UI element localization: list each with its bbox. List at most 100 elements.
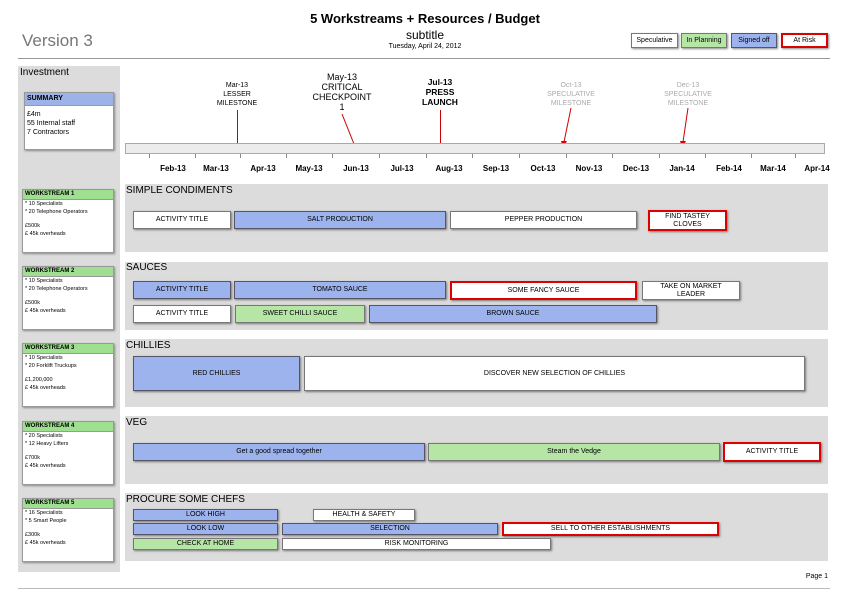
page-date: Tuesday, April 24, 2012 <box>388 43 462 50</box>
timeline-tick <box>705 154 706 158</box>
activity-bar[interactable]: SOME FANCY SAUCE <box>450 281 637 300</box>
workstream-box-4: WORKSTREAM 4 * 20 Specialists * 12 Heavy… <box>22 421 114 485</box>
timeline-bar <box>125 143 825 154</box>
version-label: Version 3 <box>22 31 93 50</box>
milestone-lesser: Mar-13 LESSER MILESTONE <box>202 81 272 108</box>
month-label: Oct-13 <box>530 164 556 173</box>
milestone-title: SPECULATIVE MILESTONE <box>664 91 712 107</box>
workstream-line: * 10 Specialists <box>25 278 63 284</box>
month-label: Nov-13 <box>575 164 603 173</box>
milestone-date: May-13 <box>326 72 357 82</box>
workstream-heading: WORKSTREAM 3 <box>23 344 113 354</box>
month-label: Jan-14 <box>669 164 695 173</box>
activity-bar[interactable]: DISCOVER NEW SELECTION OF CHILLIES <box>304 356 805 391</box>
activity-bar[interactable]: SALT PRODUCTION <box>234 211 446 229</box>
summary-line: 55 Internal staff <box>27 120 76 127</box>
activity-bar[interactable]: BROWN SAUCE <box>369 305 657 323</box>
band-title: CHILLIES <box>126 340 171 351</box>
workstream-line: * 10 Specialists <box>25 355 63 361</box>
milestone-connector <box>341 114 355 145</box>
workstream-line: £700k <box>25 455 40 461</box>
month-label: Jun-13 <box>343 164 369 173</box>
timeline-tick <box>195 154 196 158</box>
activity-bar[interactable]: LOOK HIGH <box>133 509 278 521</box>
workstream-line: * 20 Forklift Truckups <box>25 363 77 369</box>
activity-bar[interactable]: Steam the Vedge <box>428 443 720 461</box>
workstream-line: £500k <box>25 300 40 306</box>
milestone-connector <box>680 108 689 148</box>
workstream-box-2: WORKSTREAM 2 * 10 Specialists * 20 Telep… <box>22 266 114 330</box>
activity-bar[interactable]: FIND TASTEY CLOVES <box>648 210 727 231</box>
band-title: SIMPLE CONDIMENTS <box>126 185 233 196</box>
month-label: Sep-13 <box>482 164 510 173</box>
month-label: Dec-13 <box>622 164 650 173</box>
milestone-date: Mar-13 <box>225 82 249 89</box>
month-label: Apr-13 <box>250 164 276 173</box>
workstream-heading: WORKSTREAM 1 <box>23 190 113 200</box>
milestone-speculative-1: Oct-13 SPECULATIVE MILESTONE <box>536 81 606 108</box>
month-label: Mar-14 <box>760 164 786 173</box>
workstream-line: * 12 Heavy Lifters <box>25 441 69 447</box>
workstream-line: £ 45k overheads <box>25 231 66 237</box>
workstream-line: * 16 Specialists <box>25 510 63 516</box>
timeline-tick <box>240 154 241 158</box>
activity-bar[interactable]: RED CHILLIES <box>133 356 300 391</box>
workstream-box-5: WORKSTREAM 5 * 16 Specialists * 5 Smart … <box>22 498 114 562</box>
timeline-tick <box>612 154 613 158</box>
page-title: 5 Workstreams + Resources / Budget <box>310 11 540 26</box>
month-label: Feb-13 <box>160 164 186 173</box>
workstream-line: £ 45k overheads <box>25 385 66 391</box>
workstream-line: * 10 Specialists <box>25 201 63 207</box>
legend-in-planning: In Planning <box>681 33 727 48</box>
workstream-line: * 20 Specialists <box>25 433 63 439</box>
legend-speculative: Speculative <box>631 33 678 48</box>
activity-bar[interactable]: RISK MONITORING <box>282 538 551 550</box>
timeline-tick <box>566 154 567 158</box>
activity-bar[interactable]: PEPPER PRODUCTION <box>450 211 637 229</box>
milestone-date: Jul-13 <box>427 77 453 87</box>
activity-bar[interactable]: ACTIVITY TITLE <box>133 305 231 323</box>
activity-bar[interactable]: TAKE ON MARKET LEADER <box>642 281 740 300</box>
activity-bar[interactable]: ACTIVITY TITLE <box>133 281 231 299</box>
band-title: PROCURE SOME CHEFS <box>126 494 245 505</box>
workstream-line: £1,200,000 <box>25 377 53 383</box>
footer-divider <box>18 588 830 589</box>
workstream-line: £ 45k overheads <box>25 540 66 546</box>
activity-bar[interactable]: TOMATO SAUCE <box>234 281 446 299</box>
milestone-date: Oct-13 <box>560 82 582 89</box>
month-label: Mar-13 <box>203 164 229 173</box>
activity-bar[interactable]: SELL TO OTHER ESTABLISHMENTS <box>502 522 719 536</box>
milestone-title: SPECULATIVE MILESTONE <box>547 91 595 107</box>
timeline-tick <box>659 154 660 158</box>
legend-at-risk: At Risk <box>781 33 828 48</box>
month-label: Aug-13 <box>435 164 463 173</box>
workstream-box-3: WORKSTREAM 3 * 10 Specialists * 20 Forkl… <box>22 343 114 407</box>
activity-bar[interactable]: ACTIVITY TITLE <box>723 442 821 462</box>
milestone-title: PRESS LAUNCH <box>422 87 458 107</box>
milestone-line <box>237 110 238 146</box>
activity-bar[interactable]: CHECK AT HOME <box>133 538 278 550</box>
investment-label: Investment <box>20 67 69 78</box>
workstream-heading: WORKSTREAM 2 <box>23 267 113 277</box>
timeline-tick <box>379 154 380 158</box>
timeline-tick <box>149 154 150 158</box>
activity-bar[interactable]: HEALTH & SAFETY <box>313 509 415 521</box>
band-title: SAUCES <box>126 262 168 273</box>
activity-bar[interactable]: LOOK LOW <box>133 523 278 535</box>
workstream-line: * 20 Telephone Operators <box>25 209 88 215</box>
workstream-heading: WORKSTREAM 5 <box>23 499 113 509</box>
milestone-line <box>440 110 441 146</box>
milestone-connector <box>561 108 572 148</box>
activity-bar[interactable]: ACTIVITY TITLE <box>133 211 231 229</box>
activity-bar[interactable]: Get a good spread together <box>133 443 425 461</box>
milestone-title: LESSER MILESTONE <box>216 91 258 107</box>
workstream-line: * 5 Smart People <box>25 518 67 524</box>
milestone-title: CRITICAL CHECKPOINT 1 <box>312 82 372 112</box>
month-label: Jul-13 <box>390 164 414 173</box>
milestone-launch: Jul-13 PRESS LAUNCH <box>405 77 475 107</box>
activity-bar[interactable]: SWEET CHILLI SAUCE <box>235 305 365 323</box>
timeline-tick <box>332 154 333 158</box>
timeline-tick <box>426 154 427 158</box>
activity-bar[interactable]: SELECTION <box>282 523 498 535</box>
header-divider <box>18 58 830 59</box>
